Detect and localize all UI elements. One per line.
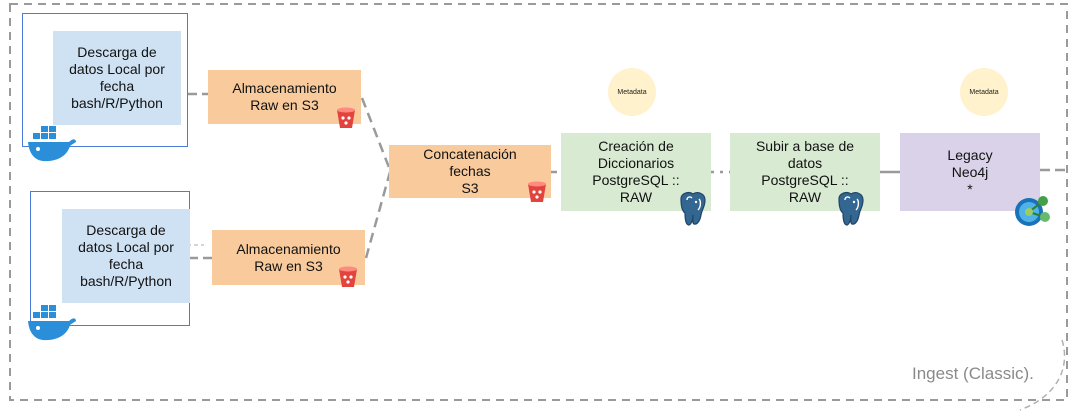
- ingest-group-border: [9, 3, 1068, 401]
- docker-whale-icon: [28, 126, 76, 162]
- metadata-badge-left: Metadata: [608, 68, 656, 116]
- connector-store-top-concat: [360, 97, 392, 171]
- dicts-node[interactable]: Creación de Diccionarios PostgreSQL :: R…: [561, 133, 711, 211]
- metadata-badge-right: Metadata: [960, 68, 1008, 116]
- s3-bucket-icon: [337, 107, 355, 128]
- ingest-group-label: Ingest (Classic).: [909, 364, 1037, 384]
- download-node-top[interactable]: Descarga de datos Local por fecha bash/R…: [53, 31, 181, 125]
- download-frame-top: [22, 13, 188, 147]
- s3-bucket-icon: [339, 266, 357, 287]
- concat-node[interactable]: Concatenación fechas S3: [389, 145, 551, 198]
- store-node-bottom[interactable]: Almacenamiento Raw en S3: [212, 230, 365, 285]
- s3-bucket-icon: [528, 181, 546, 202]
- neo4j-graph-icon: [1015, 196, 1050, 226]
- download-node-bottom[interactable]: Descarga de datos Local por fecha bash/R…: [62, 209, 190, 303]
- legacy-node[interactable]: Legacy Neo4j *: [900, 133, 1040, 211]
- docker-whale-icon: [28, 305, 76, 341]
- connector-store-bottom-concat: [364, 171, 392, 259]
- store-node-top[interactable]: Almacenamiento Raw en S3: [208, 70, 361, 124]
- postgresql-elephant-icon: [838, 192, 864, 226]
- postgresql-elephant-icon: [680, 192, 706, 226]
- upload-node[interactable]: Subir a base de datos PostgreSQL :: RAW: [730, 133, 880, 211]
